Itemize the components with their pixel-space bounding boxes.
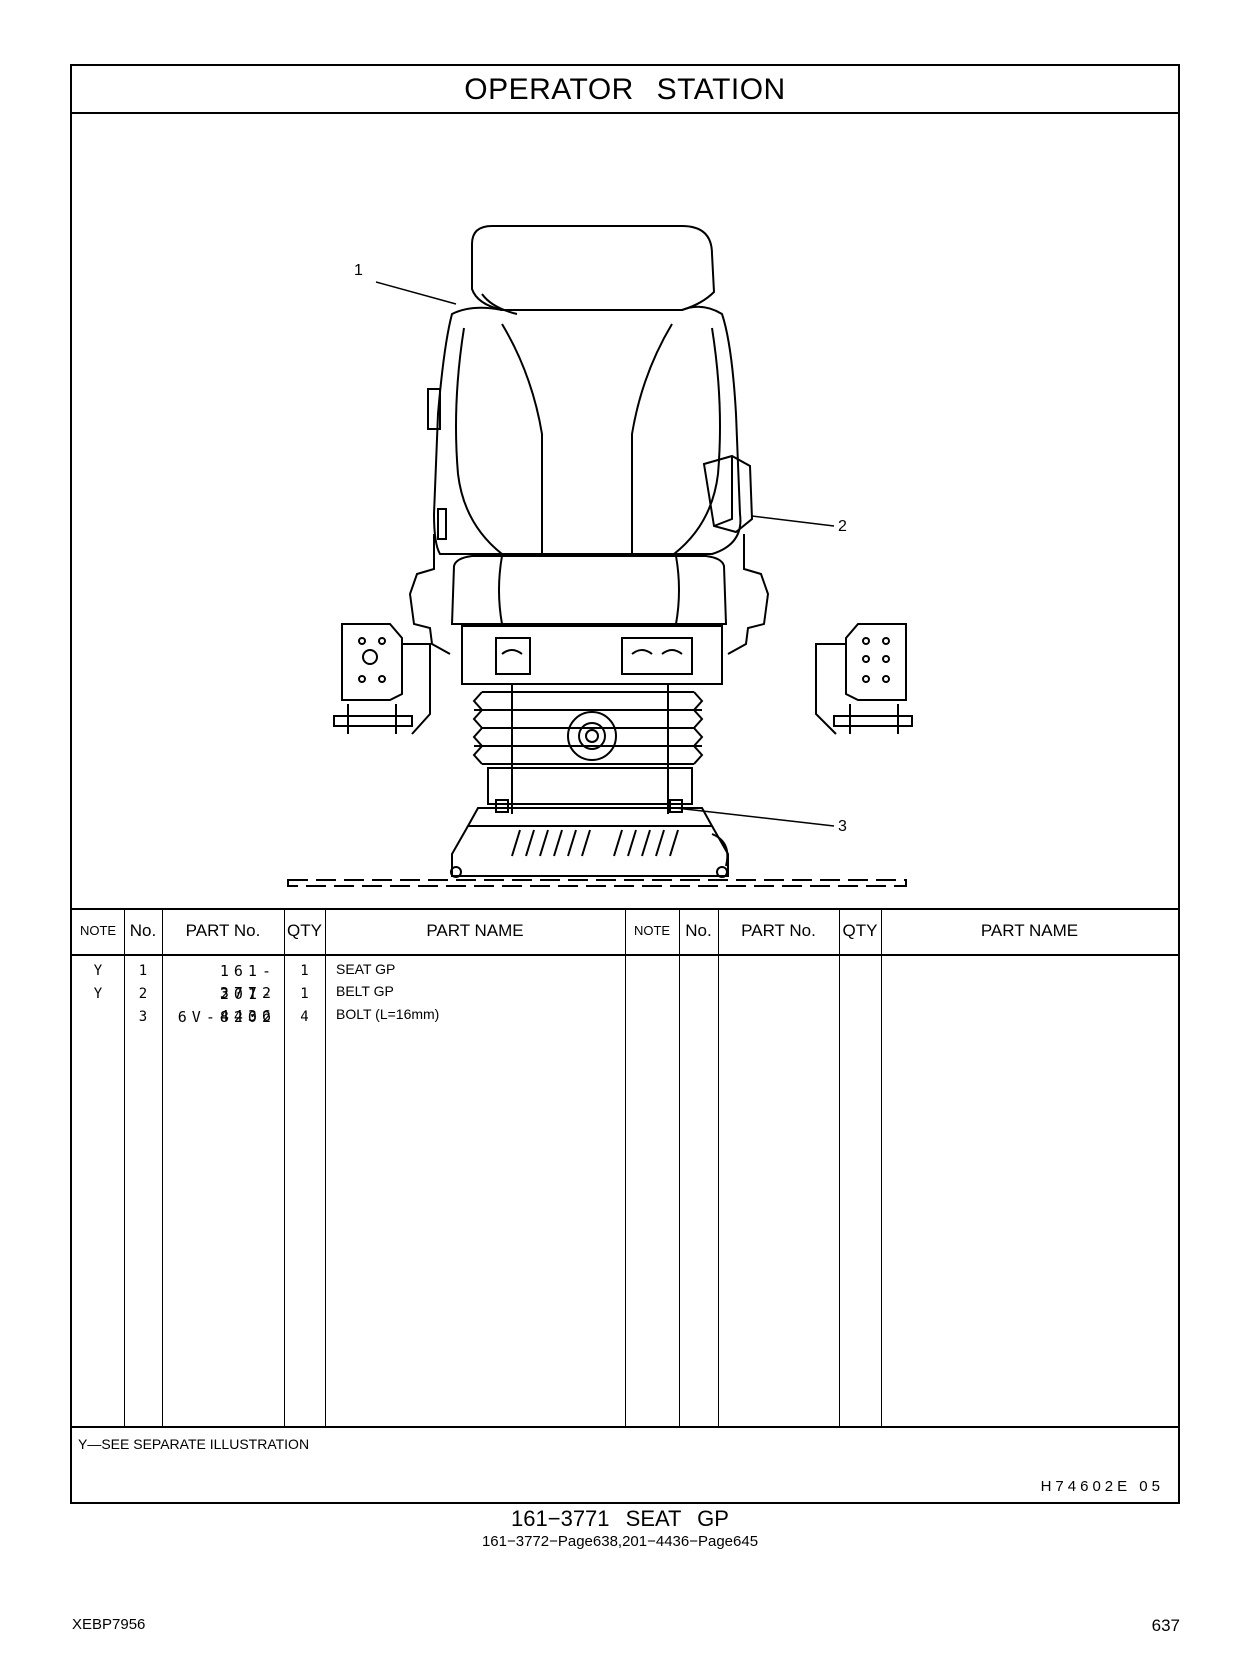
row3-note (72, 1006, 124, 1028)
col-part-no: PART No. (185, 921, 261, 940)
col-qty-2: QTY (842, 921, 878, 940)
col-note-2: NOTE (633, 923, 671, 938)
row2-note: Y (93, 986, 103, 1002)
page-title: OPERATOR STATION (72, 66, 1178, 114)
row1-note: Y (93, 963, 103, 979)
col-part-name-2: PART NAME (980, 921, 1079, 940)
row1-qty: 1 (300, 963, 309, 979)
row1-name: SEAT GP (336, 961, 396, 977)
row3-part-no: 6V-8202 (177, 1008, 276, 1026)
callout-1: 1 (354, 262, 363, 279)
row3-no: 3 (138, 1009, 148, 1025)
table-bottom-border (72, 1426, 1178, 1428)
seat-illustration: 1 2 3 (72, 114, 1178, 910)
row2-qty: 1 (300, 986, 309, 1002)
group-caption: 161−3771 SEAT GP (511, 1506, 729, 1531)
row2-name: BELT GP (336, 983, 394, 999)
row3-name: BOLT (L=16mm) (336, 1006, 440, 1022)
row1-part-no: 161-3772 (219, 962, 276, 1002)
page-number: 637 (1151, 1616, 1180, 1635)
callout-2: 2 (838, 518, 847, 535)
row1-no: 1 (138, 963, 148, 979)
row2-no: 2 (138, 986, 148, 1002)
row3-qty: 4 (300, 1009, 309, 1025)
col-qty: QTY (287, 921, 322, 940)
col-note: NOTE (79, 923, 117, 938)
row2-part-no: 201-4436 (219, 985, 276, 1025)
illustration-code: H74602E 05 (1040, 1478, 1164, 1495)
col-no-2: No. (685, 921, 712, 940)
col-part-no-2: PART No. (741, 921, 816, 940)
col-part-name: PART NAME (426, 921, 524, 940)
footnote: Y—SEE SEPARATE ILLUSTRATION (78, 1436, 310, 1452)
col-no: No. (129, 921, 157, 940)
parts-sheet-frame: OPERATOR STATION (70, 64, 1180, 1504)
group-references: 161−3772−Page638,201−4436−Page645 (481, 1533, 759, 1550)
parts-list-table: NOTE No. PART No. QTY PART NAME NOTE No.… (72, 908, 1178, 1428)
document-id: XEBP7956 (72, 1616, 146, 1633)
callout-3: 3 (838, 818, 847, 835)
seat-drawing (287, 225, 913, 887)
